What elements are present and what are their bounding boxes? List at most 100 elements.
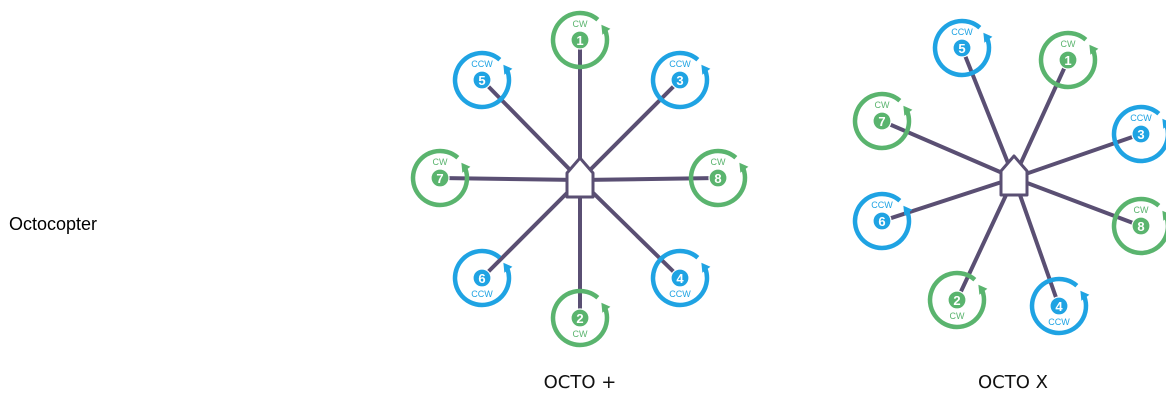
rotation-ring: [927, 270, 987, 330]
octo-plus-motor-5: 5 CCW: [452, 50, 513, 110]
rotation-ring: [452, 50, 512, 110]
octo-plus-body: [565, 156, 595, 199]
rotation-arrow-icon: [601, 24, 611, 35]
octo-plus-arm-8: [578, 176, 720, 182]
octo-x-arm-3: [1012, 132, 1143, 180]
motor-number-badge: [570, 30, 590, 50]
motor-number-badge: [872, 111, 892, 131]
rotation-arrow-icon: [701, 262, 711, 273]
motor-number-badge: [708, 168, 728, 188]
motor-number-badge: [670, 70, 690, 90]
rotation-ring: [650, 248, 710, 308]
octo-x-arm-8: [1012, 176, 1143, 228]
rotation-arrow-icon: [1162, 118, 1166, 129]
rotation-ring: [1111, 196, 1166, 256]
rotation-ring: [1038, 30, 1098, 90]
motor-number-badge: [472, 70, 492, 90]
motor-number: 1: [576, 33, 583, 48]
rotation-arrow-icon: [903, 105, 913, 116]
rotation-direction-label: CCW: [1048, 317, 1070, 327]
motor-number-badge: [1049, 296, 1069, 316]
rotation-direction-label: CCW: [951, 27, 973, 37]
motor-number: 5: [478, 73, 485, 88]
octo-plus-motor-1: 1 CW: [550, 10, 611, 70]
rotation-direction-label: CW: [1061, 39, 1076, 49]
octo-plus-arm-4: [578, 178, 682, 280]
motor-number: 4: [676, 271, 684, 286]
rotation-arrow-icon: [1089, 44, 1099, 55]
motor-number: 6: [478, 271, 485, 286]
octo-x-motor-7: 7 CW: [852, 91, 913, 151]
octo-x-motor-8: 8 CW: [1111, 196, 1166, 256]
octo-x-arm-5: [960, 46, 1016, 180]
motor-number: 2: [953, 293, 960, 308]
rotation-ring: [1111, 104, 1166, 164]
rotation-ring: [650, 50, 710, 110]
motor-number: 8: [1137, 219, 1144, 234]
rotation-arrow-icon: [983, 32, 993, 43]
motor-number: 5: [958, 41, 965, 56]
rotation-direction-label: CCW: [669, 59, 691, 69]
octocopter-label: Octocopter: [9, 214, 98, 234]
motor-number-badge: [947, 290, 967, 310]
rotation-ring: [932, 18, 992, 78]
motor-number: 7: [436, 171, 443, 186]
motor-number-badge: [1131, 216, 1151, 236]
rotation-direction-label: CW: [711, 157, 726, 167]
rotation-direction-label: CCW: [1130, 113, 1152, 123]
rotation-direction-label: CW: [950, 311, 965, 321]
rotation-direction-label: CW: [875, 100, 890, 110]
rotation-ring: [550, 10, 610, 70]
octo-plus-arm-5: [480, 78, 582, 182]
octo-plus-arm-7: [438, 176, 582, 182]
octo-plus-arm-6: [480, 178, 582, 280]
motor-number: 1: [1064, 53, 1071, 68]
motor-number-badge: [472, 268, 492, 288]
octo-x-motor-3: 3 CCW: [1111, 104, 1166, 164]
rotation-arrow-icon: [903, 205, 913, 216]
octo-x-motor-1: 1 CW: [1038, 30, 1099, 90]
octo-x-frame: [880, 46, 1143, 308]
motor-number: 2: [576, 311, 583, 326]
octo-x-arm-7: [880, 119, 1016, 180]
motor-number: 3: [676, 73, 683, 88]
rotation-arrow-icon: [503, 262, 513, 273]
octo-plus-motor-8: 8CW: [688, 148, 749, 208]
octo-plus-frame: [438, 38, 720, 320]
octo-plus-caption: OCTO +: [544, 372, 617, 393]
rotation-direction-label: CW: [1134, 205, 1149, 215]
motor-number-badge: [872, 211, 892, 231]
rotation-direction-label: CW: [573, 19, 588, 29]
rotation-arrow-icon: [701, 64, 711, 75]
motor-number-badge: [1058, 50, 1078, 70]
rotation-ring: [852, 191, 912, 251]
rotation-arrow-icon: [978, 284, 988, 295]
rotation-direction-label: CCW: [871, 200, 893, 210]
rotation-ring: [1029, 276, 1089, 336]
rotation-arrow-icon: [601, 302, 611, 313]
motor-number-badge: [430, 168, 450, 188]
rotation-direction-label: CCW: [669, 289, 691, 299]
rotation-direction-label: CCW: [471, 59, 493, 69]
motor-number-badge: [1131, 124, 1151, 144]
octo-plus-motor-2: 2CW: [550, 288, 611, 348]
rotation-ring: [852, 91, 912, 151]
motor-number: 6: [878, 214, 885, 229]
rotation-ring: [452, 248, 512, 308]
rotation-direction-label: CW: [573, 329, 588, 339]
rotation-ring: [688, 148, 748, 208]
octo-x-arm-4: [1012, 176, 1061, 308]
motor-number-badge: [570, 308, 590, 328]
motor-number: 7: [878, 114, 885, 129]
octo-x-motor-6: 6 CCW: [852, 191, 913, 251]
octo-plus-motor-3: 3 CCW: [650, 50, 711, 110]
octo-x-motor-5: 5 CCW: [932, 18, 993, 78]
octo-x-caption: OCTO X: [978, 372, 1048, 393]
motor-number: 3: [1137, 127, 1144, 142]
octo-x-motor-2: 2CW: [927, 270, 988, 330]
